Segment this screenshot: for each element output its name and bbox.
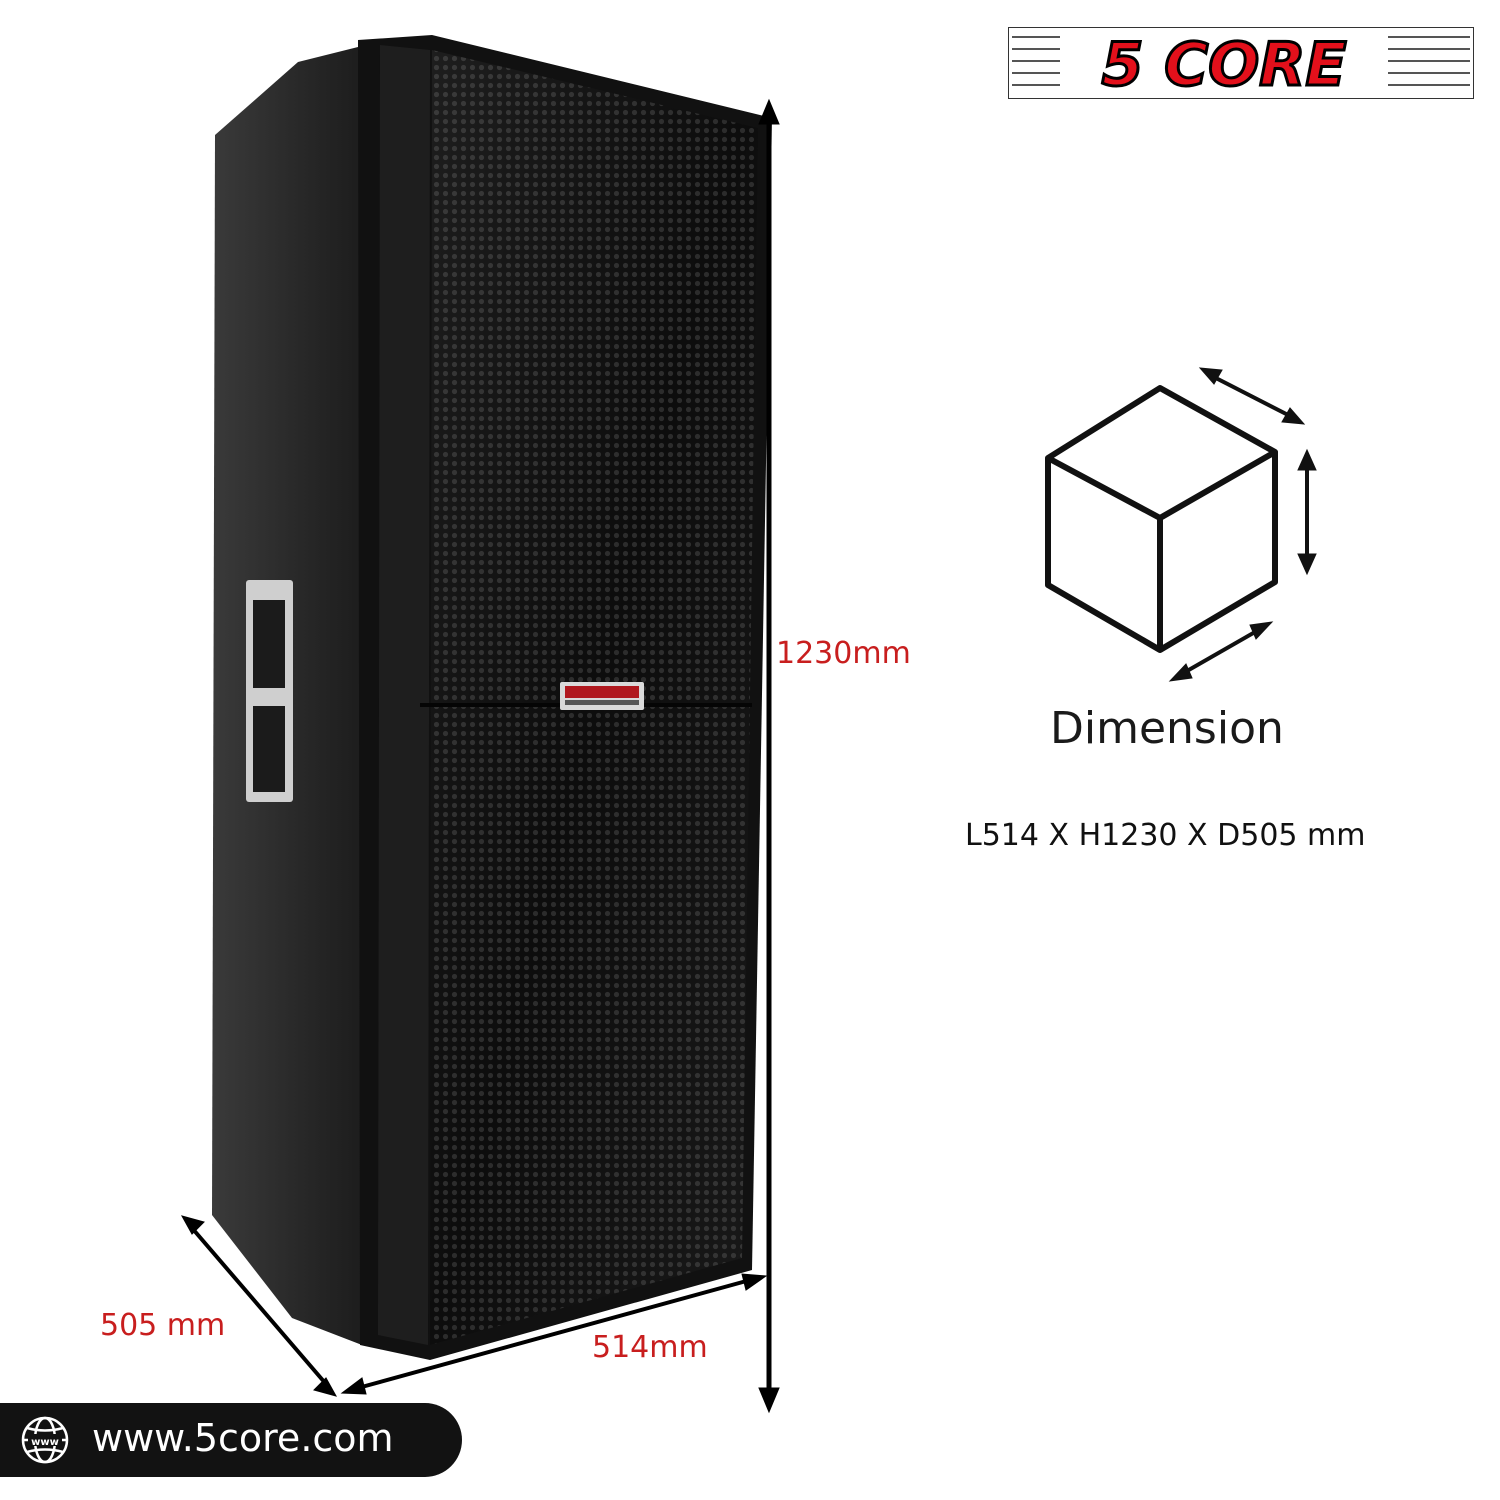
length-dimension-arrow xyxy=(340,1273,768,1395)
height-dimension-arrow xyxy=(758,98,780,1414)
depth-dimension-arrow xyxy=(180,1215,338,1397)
length-label: 514mm xyxy=(592,1330,708,1365)
website-url[interactable]: www.5core.com xyxy=(92,1416,394,1460)
depth-label: 505 mm xyxy=(100,1308,226,1343)
cube-icon xyxy=(1045,385,1278,653)
svg-text:www: www xyxy=(31,1437,59,1448)
height-label: 1230mm xyxy=(776,636,911,671)
front-logo-badge xyxy=(560,682,644,710)
speaker-side-panel xyxy=(212,42,378,1345)
website-badge[interactable]: www www.5core.com xyxy=(0,1403,462,1477)
side-handle xyxy=(246,580,293,802)
globe-icon: www xyxy=(21,1416,69,1464)
cube-arrows xyxy=(1168,367,1317,682)
brand-logo: 5 CORE xyxy=(1008,27,1474,99)
dimension-title: Dimension xyxy=(1050,703,1284,754)
dimension-summary: L514 X H1230 X D505 mm xyxy=(965,818,1366,853)
brand-logo-text: 5 CORE xyxy=(1102,30,1347,99)
